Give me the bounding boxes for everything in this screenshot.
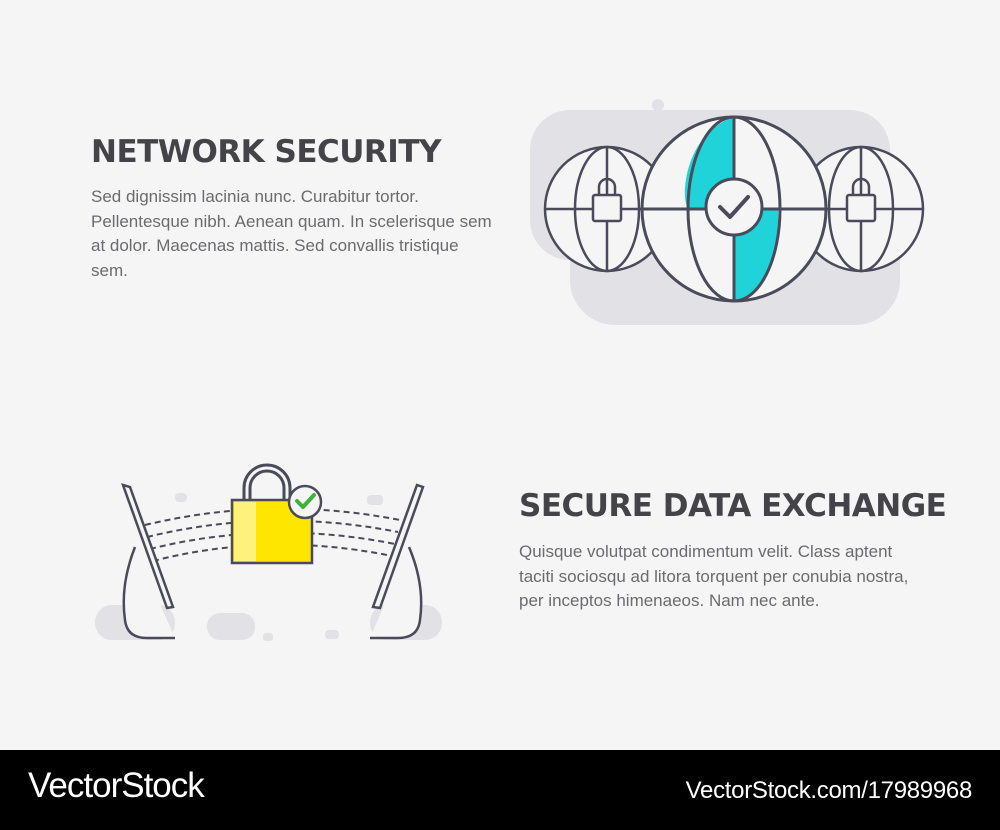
image-url: VectorStock.com/17989968 [685,777,973,804]
right-padlock-icon [845,177,877,223]
network-security-description: Sed dignissim lacinia nunc. Curabitur to… [91,187,492,280]
secure-data-exchange-title: SECURE DATA EXCHANGE [519,488,947,524]
check-mark-icon [287,484,323,520]
content-area: NETWORK SECURITY Sed dignissim lacinia n… [91,99,947,641]
left-padlock-icon [591,177,623,223]
right-laptop-icon [370,483,425,640]
globes-with-padlocks-icon [530,99,925,325]
secure-data-exchange-description: Quisque volutpat condimentum velit. Clas… [519,542,909,610]
left-laptop-icon [121,483,175,640]
secure-data-exchange-icon [95,463,442,641]
watermark-footer: VectorStock VectorStock.com/17989968 [0,750,1000,830]
check-badge-icon [704,177,764,237]
brand-logo: VectorStock [28,766,205,805]
network-security-title: NETWORK SECURITY [91,134,441,170]
